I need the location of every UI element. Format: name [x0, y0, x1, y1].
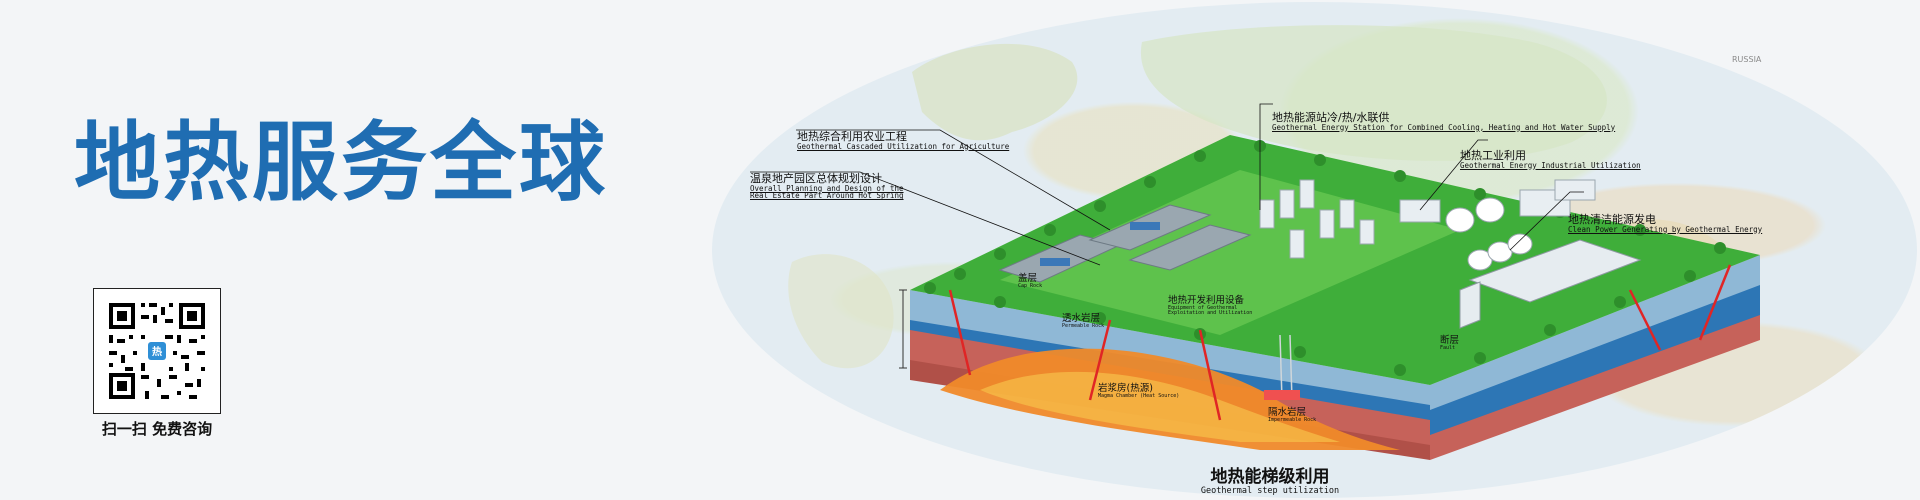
layer-label-magma-chamber: 岩浆房(热源) Magma Chamber (Heat Source) [1098, 383, 1180, 399]
callout-industrial-utilization: 地热工业利用 Geothermal Energy Industrial Util… [1460, 149, 1641, 170]
layer-label-permeable-rock: 透水岩层 Permeable Rock [1062, 313, 1105, 329]
callout-clean-power: 地热清洁能源发电 Clean Power Generating by Geoth… [1568, 213, 1763, 234]
page-headline: 地热服务全球 [74, 113, 608, 213]
diagram-title: 地热能梯级利用 [1210, 467, 1330, 487]
callout-energy-station: 地热能源站冷/热/水联供 Geothermal Energy Station f… [1272, 111, 1616, 132]
qr-code-card[interactable]: 热 [93, 288, 221, 414]
layer-label-fault: 断层 Fault [1440, 335, 1460, 351]
callout-hot-spring-planning: 温泉地产园区总体规划设计 Overall Planning and Design… [750, 172, 904, 201]
map-region-label: RUSSIA [1732, 55, 1762, 64]
qr-caption: 扫一扫 免费咨询 [101, 420, 213, 438]
layer-label-cap-rock: 盖层 Cap Rock [1018, 273, 1043, 289]
layer-label-impermeable-rock: 隔水岩层 Impermeable Rock [1268, 407, 1317, 423]
callout-agriculture: 地热综合利用农业工程 Geothermal Cascaded Utilizati… [797, 130, 1010, 151]
qr-code-icon: 热 [105, 299, 209, 403]
diagram-subtitle: Geothermal step utilization [1200, 486, 1340, 496]
layer-label-equipment: 地热开发利用设备 Equipment of Geothermal Exploit… [1168, 295, 1253, 317]
geothermal-block-diagram [750, 103, 1760, 460]
brand-logo-text: 热 [152, 345, 162, 358]
brand-logo-icon [148, 342, 166, 360]
